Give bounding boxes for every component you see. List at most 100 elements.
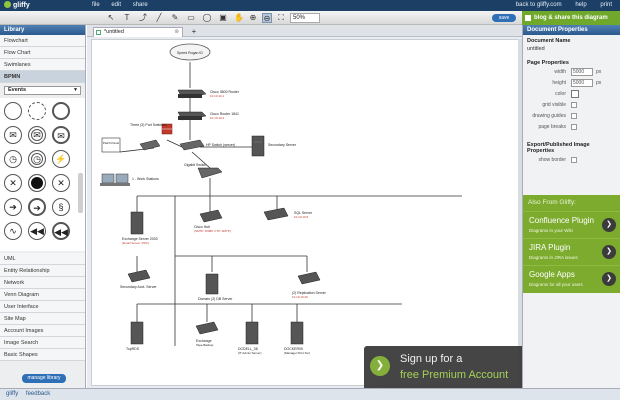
help-link[interactable]: help <box>575 2 587 8</box>
manage-library-button[interactable]: manage library <box>22 374 66 383</box>
firewall-icon[interactable] <box>161 123 173 135</box>
timer-intermediate-shape[interactable]: ◷ <box>28 150 46 168</box>
message-event-shape[interactable]: ✉ <box>4 126 22 144</box>
feedback-link[interactable]: feedback <box>25 391 51 397</box>
workstation-icon[interactable] <box>100 173 130 186</box>
zoom-in-icon[interactable]: ⊕ <box>249 13 257 22</box>
switch-icon[interactable] <box>179 139 205 151</box>
error-event-shape[interactable]: ⚡ <box>52 150 70 168</box>
ellipse-tool-icon[interactable]: ◯ <box>202 13 212 22</box>
library-category[interactable]: UML <box>0 253 85 265</box>
arrow-right-icon: ❯ <box>602 218 616 232</box>
library-category[interactable]: Flowchart <box>0 35 85 47</box>
server-icon[interactable] <box>205 273 219 295</box>
server-icon[interactable] <box>199 209 223 223</box>
library-category[interactable]: Flow Chart <box>0 47 85 59</box>
pencil-tool-icon[interactable]: ✎ <box>171 13 179 22</box>
text-tool-icon[interactable]: T <box>124 13 130 22</box>
server-icon[interactable] <box>127 269 151 283</box>
library-category[interactable]: Network <box>0 277 85 289</box>
router-label: Cisco 3800 Router <box>210 90 240 94</box>
shape-group-dropdown[interactable]: Events▼ <box>4 86 81 95</box>
server-icon[interactable] <box>263 207 289 221</box>
canvas-scrollbar[interactable] <box>518 39 522 386</box>
library-category[interactable]: Account Images <box>0 325 85 337</box>
line-tool-icon[interactable]: ╱ <box>156 13 162 22</box>
print-link[interactable]: print <box>600 2 612 8</box>
close-tab-icon[interactable]: ⊗ <box>174 29 179 35</box>
end-event-shape[interactable] <box>52 102 70 120</box>
library-category[interactable]: Site Map <box>0 313 85 325</box>
premium-signup-banner[interactable]: ❯ Sign up for a free Premium Account <box>364 346 522 388</box>
connector-tool-icon[interactable]: ⤴ <box>139 13 147 22</box>
rectangle-tool-icon[interactable]: ▭ <box>187 13 195 22</box>
rule-event-shape[interactable]: § <box>52 198 70 216</box>
compensation-end-shape[interactable]: ◀◀ <box>52 222 70 240</box>
compensation-event-shape[interactable]: ◀◀ <box>28 222 46 240</box>
pointer-tool-icon[interactable]: ↖ <box>107 13 115 22</box>
guides-checkbox[interactable] <box>571 113 577 119</box>
document-name-value[interactable]: untitled <box>527 46 545 52</box>
menu-edit[interactable]: edit <box>111 2 122 8</box>
start-event-shape[interactable] <box>4 102 22 120</box>
server-icon[interactable] <box>130 211 144 235</box>
library-category[interactable]: Venn Diagram <box>0 289 85 301</box>
color-picker[interactable] <box>571 90 579 98</box>
library-category[interactable]: Swimlanes <box>0 59 85 71</box>
server-icon[interactable] <box>290 321 304 345</box>
gliffy-logo[interactable]: gliffy <box>4 1 30 9</box>
palette-scrollbar[interactable] <box>78 173 83 213</box>
message-intermediate-shape[interactable]: ✉ <box>28 126 46 144</box>
border-checkbox[interactable] <box>571 157 577 163</box>
internet-cloud-icon[interactable]: Speed Rogan ID <box>169 43 211 61</box>
intermediate-event-shape[interactable] <box>28 102 46 120</box>
zoom-select[interactable]: 50% <box>290 13 320 23</box>
switch-icon[interactable] <box>139 139 161 151</box>
breaks-checkbox[interactable] <box>571 124 577 130</box>
link-event-shape[interactable]: ➔ <box>4 198 22 216</box>
signal-event-shape[interactable]: ∿ <box>4 222 22 240</box>
back-to-gliffy-link[interactable]: back to gliffy.com <box>515 2 562 8</box>
menu-file[interactable]: file <box>92 2 100 8</box>
server-icon[interactable] <box>195 321 219 335</box>
library-category[interactable]: Image Search <box>0 337 85 349</box>
arrow-right-icon: ❯ <box>602 245 616 259</box>
server-icon[interactable] <box>251 135 265 157</box>
library-category-selected[interactable]: BPMN <box>0 71 85 83</box>
message-end-shape[interactable]: ✉ <box>52 126 70 144</box>
new-tab-button[interactable]: + <box>191 27 197 36</box>
library-category[interactable]: Basic Shapes <box>0 349 85 361</box>
grid-checkbox[interactable] <box>571 102 577 108</box>
switch-label: HP Switch (server) <box>206 143 235 147</box>
height-input[interactable]: 5000 <box>571 79 593 87</box>
gliffy-status-link[interactable]: gliffy <box>6 391 19 397</box>
router-ip: 10.10.10.1 <box>210 94 225 98</box>
cancel-event-shape[interactable]: ✕ <box>4 174 22 192</box>
width-input[interactable]: 5000 <box>571 68 593 76</box>
gigabit-switch-icon[interactable] <box>197 167 223 179</box>
server-icon[interactable] <box>297 271 321 285</box>
timer-event-shape[interactable]: ◷ <box>4 150 22 168</box>
library-category[interactable]: Entity Relationship <box>0 265 85 277</box>
save-button[interactable]: save <box>492 14 516 22</box>
router-icon[interactable] <box>177 89 207 99</box>
router-icon[interactable] <box>177 111 207 121</box>
drawing-canvas[interactable]: Speed Rogan ID Cisco 3800 Router 10.10.1… <box>91 39 521 386</box>
link-end-shape[interactable]: ➔ <box>28 198 46 216</box>
zoom-out-icon[interactable]: ⊖ <box>262 13 272 23</box>
server-icon[interactable] <box>130 321 144 345</box>
cancel-end-shape[interactable]: ✕ <box>52 174 70 192</box>
fit-page-icon[interactable]: ⛶ <box>278 13 284 22</box>
library-category[interactable]: User Interface <box>0 301 85 313</box>
menu-share[interactable]: share <box>132 2 148 8</box>
pan-tool-icon[interactable]: ✋ <box>234 13 244 22</box>
patch-panel-icon[interactable]: Patch Panel <box>101 137 121 153</box>
server-icon[interactable] <box>245 321 259 345</box>
tab-untitled[interactable]: *untitled⊗ <box>93 27 183 37</box>
share-diagram-button[interactable]: blog & share this diagram <box>522 11 620 25</box>
image-tool-icon[interactable]: ▣ <box>219 13 227 22</box>
terminate-event-shape[interactable] <box>28 174 46 192</box>
